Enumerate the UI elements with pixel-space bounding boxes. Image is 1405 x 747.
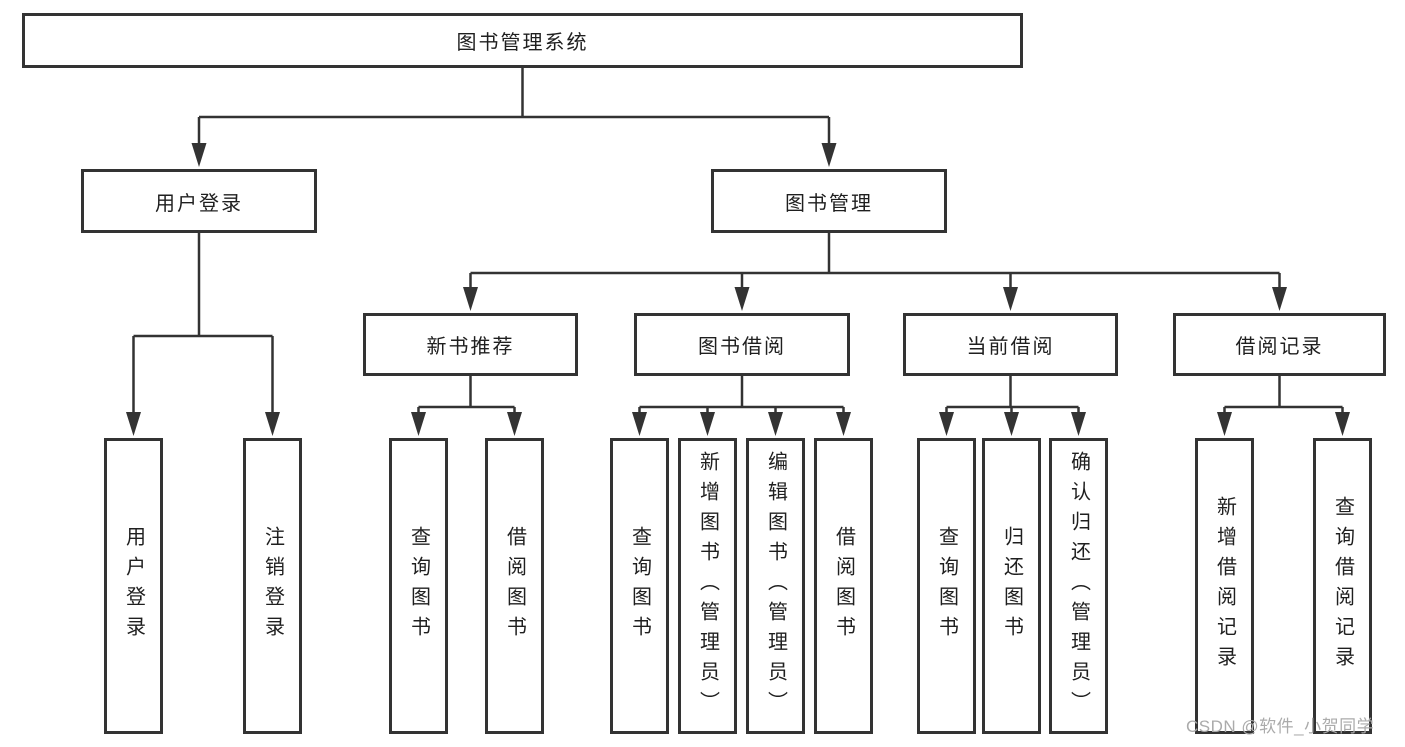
node-library-management-system: 图书管理系统 xyxy=(22,13,1023,68)
node-label: 图书管理系统 xyxy=(456,32,589,54)
leaf-query-books-current: 查询图书 xyxy=(917,438,976,734)
node-label: 确认归还（管理员） xyxy=(1067,451,1090,721)
arrowheads xyxy=(126,143,1350,436)
node-user-login: 用户登录 xyxy=(81,169,317,233)
node-label: 查询图书 xyxy=(935,526,958,646)
node-book-management: 图书管理 xyxy=(711,169,947,233)
leaf-edit-books-admin: 编辑图书（管理员） xyxy=(746,438,805,734)
node-label: 新书推荐 xyxy=(426,336,515,358)
connector-user-login-to-leaves xyxy=(132,233,274,415)
node-label: 图书借阅 xyxy=(698,336,786,358)
node-label: 用户登录 xyxy=(155,192,243,215)
node-label: 图书管理 xyxy=(785,192,873,215)
connector-book-borrow-to-leaves xyxy=(638,376,845,416)
node-label: 新增图书（管理员） xyxy=(696,451,719,721)
leaf-query-borrow-record: 查询借阅记录 xyxy=(1313,438,1372,734)
leaf-borrow-books-recommend: 借阅图书 xyxy=(485,438,544,734)
leaf-return-books: 归还图书 xyxy=(982,438,1041,734)
connector-current-borrow-to-leaves xyxy=(945,376,1080,416)
node-label: 编辑图书（管理员） xyxy=(764,451,787,721)
connector-borrow-records-to-leaves xyxy=(1223,376,1344,416)
node-label: 新增借阅记录 xyxy=(1213,496,1236,676)
node-label: 借阅记录 xyxy=(1235,336,1324,358)
connector-book-management-to-level3 xyxy=(469,233,1281,290)
node-label: 查询图书 xyxy=(407,526,430,646)
leaf-query-books-recommend: 查询图书 xyxy=(389,438,448,734)
csdn-watermark: CSDN @软件_小贺同学 xyxy=(1186,717,1375,736)
connector-root-to-level2 xyxy=(197,68,831,146)
node-label: 查询借阅记录 xyxy=(1331,496,1354,676)
connector-new-book-recommend-to-leaves xyxy=(417,376,516,416)
leaf-query-books-borrow: 查询图书 xyxy=(610,438,669,734)
node-label: 借阅图书 xyxy=(832,526,855,646)
leaf-add-books-admin: 新增图书（管理员） xyxy=(678,438,737,734)
leaf-borrow-books: 借阅图书 xyxy=(814,438,873,734)
node-current-borrow: 当前借阅 xyxy=(903,313,1118,376)
node-new-book-recommend: 新书推荐 xyxy=(363,313,578,376)
leaf-logout: 注销登录 xyxy=(243,438,302,734)
node-label: 借阅图书 xyxy=(503,526,526,646)
node-label: 当前借阅 xyxy=(966,336,1055,358)
node-label: 归还图书 xyxy=(1000,526,1023,646)
node-label: 查询图书 xyxy=(628,526,651,646)
node-book-borrow: 图书借阅 xyxy=(634,313,850,376)
leaf-confirm-return-admin: 确认归还（管理员） xyxy=(1049,438,1108,734)
node-borrow-records: 借阅记录 xyxy=(1173,313,1386,376)
node-label: 用户登录 xyxy=(122,526,145,646)
leaf-add-borrow-record: 新增借阅记录 xyxy=(1195,438,1254,734)
leaf-user-login: 用户登录 xyxy=(104,438,163,734)
node-label: 注销登录 xyxy=(261,526,284,646)
